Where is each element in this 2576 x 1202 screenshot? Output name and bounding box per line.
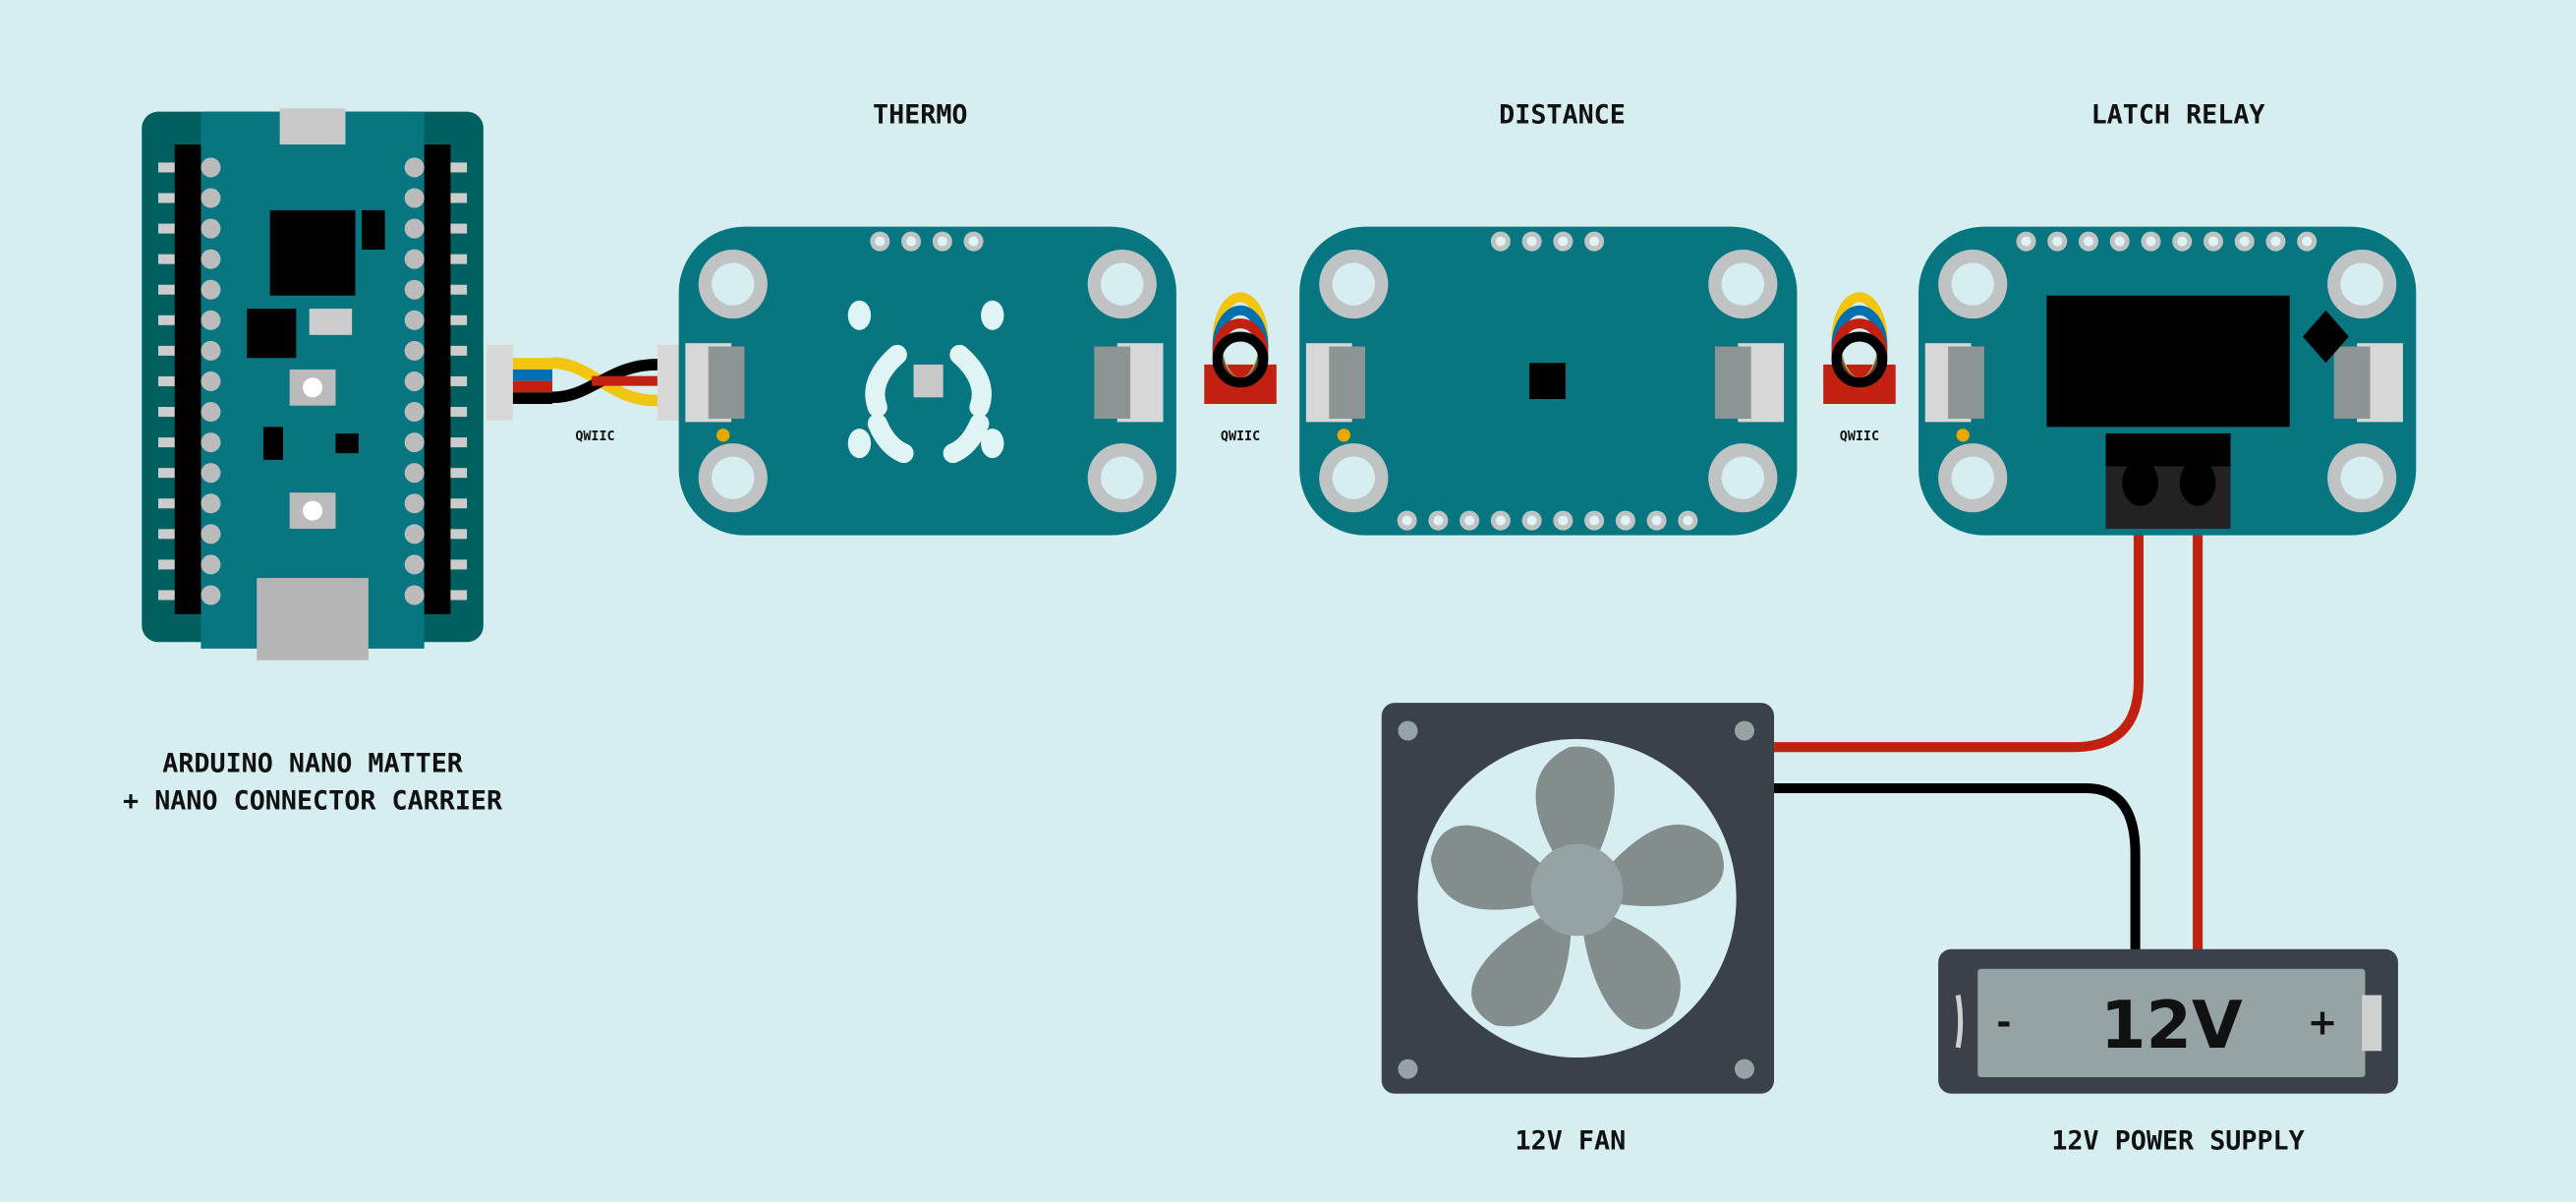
controller-label-line2: + NANO CONNECTOR CARRIER bbox=[123, 786, 503, 817]
fan-blade bbox=[1581, 904, 1681, 1030]
pin bbox=[200, 188, 221, 208]
latch-relay-label: LATCH RELAY bbox=[2091, 99, 2265, 130]
pin bbox=[200, 310, 221, 330]
qwiic-label-3: QWIIC bbox=[1840, 429, 1879, 444]
shield bbox=[309, 309, 353, 335]
qwiic-cable-loop-2 bbox=[1204, 292, 1277, 405]
thermo-sensor bbox=[847, 300, 1004, 464]
arduino-nano-matter bbox=[142, 108, 484, 660]
power-supply: 12V - + bbox=[1938, 948, 2398, 1094]
pin bbox=[200, 218, 221, 239]
controller-label-line1: ARDUINO NANO MATTER bbox=[162, 748, 464, 778]
terminal-screw-2 bbox=[2179, 459, 2216, 506]
pin bbox=[200, 402, 221, 423]
relay-components bbox=[2046, 295, 2349, 529]
pin bbox=[200, 585, 221, 605]
pin bbox=[200, 157, 221, 178]
qwiic-label-1: QWIIC bbox=[575, 429, 614, 444]
black-wire bbox=[1774, 782, 2141, 953]
fan-label: 12V FAN bbox=[1516, 1126, 1627, 1157]
distance-sensor-chip bbox=[1529, 363, 1566, 399]
pin bbox=[200, 340, 221, 361]
battery-minus: - bbox=[1996, 1002, 2011, 1044]
pin bbox=[200, 432, 221, 453]
thermo-label: THERMO bbox=[873, 99, 968, 130]
fan bbox=[1381, 703, 1775, 1094]
ic-chip bbox=[247, 309, 297, 359]
power-wires bbox=[1774, 528, 2204, 953]
qwiic-label-2: QWIIC bbox=[1221, 429, 1260, 444]
battery-voltage: 12V bbox=[2100, 987, 2243, 1063]
pin bbox=[200, 463, 221, 484]
pin bbox=[200, 524, 221, 544]
qwiic-cable-loop-3 bbox=[1823, 292, 1896, 405]
power-supply-label: 12V POWER SUPPLY bbox=[2051, 1126, 2304, 1157]
battery-plus: + bbox=[2308, 1002, 2338, 1044]
pin bbox=[200, 554, 221, 575]
heatsink bbox=[257, 578, 369, 660]
mcu-chip bbox=[269, 209, 356, 296]
header-left bbox=[174, 144, 201, 614]
usb-port bbox=[279, 108, 346, 145]
header-right bbox=[424, 144, 451, 614]
red-wire-fan bbox=[1774, 528, 2144, 753]
terminal-screw-1 bbox=[2122, 459, 2159, 506]
fan-hub bbox=[1530, 843, 1624, 937]
pin bbox=[200, 249, 221, 269]
fan-blade bbox=[1471, 904, 1573, 1027]
pin bbox=[200, 279, 221, 300]
pin bbox=[200, 371, 221, 391]
relay-block bbox=[2046, 295, 2290, 428]
pin bbox=[200, 493, 221, 514]
distance-label: DISTANCE bbox=[1499, 99, 1626, 130]
